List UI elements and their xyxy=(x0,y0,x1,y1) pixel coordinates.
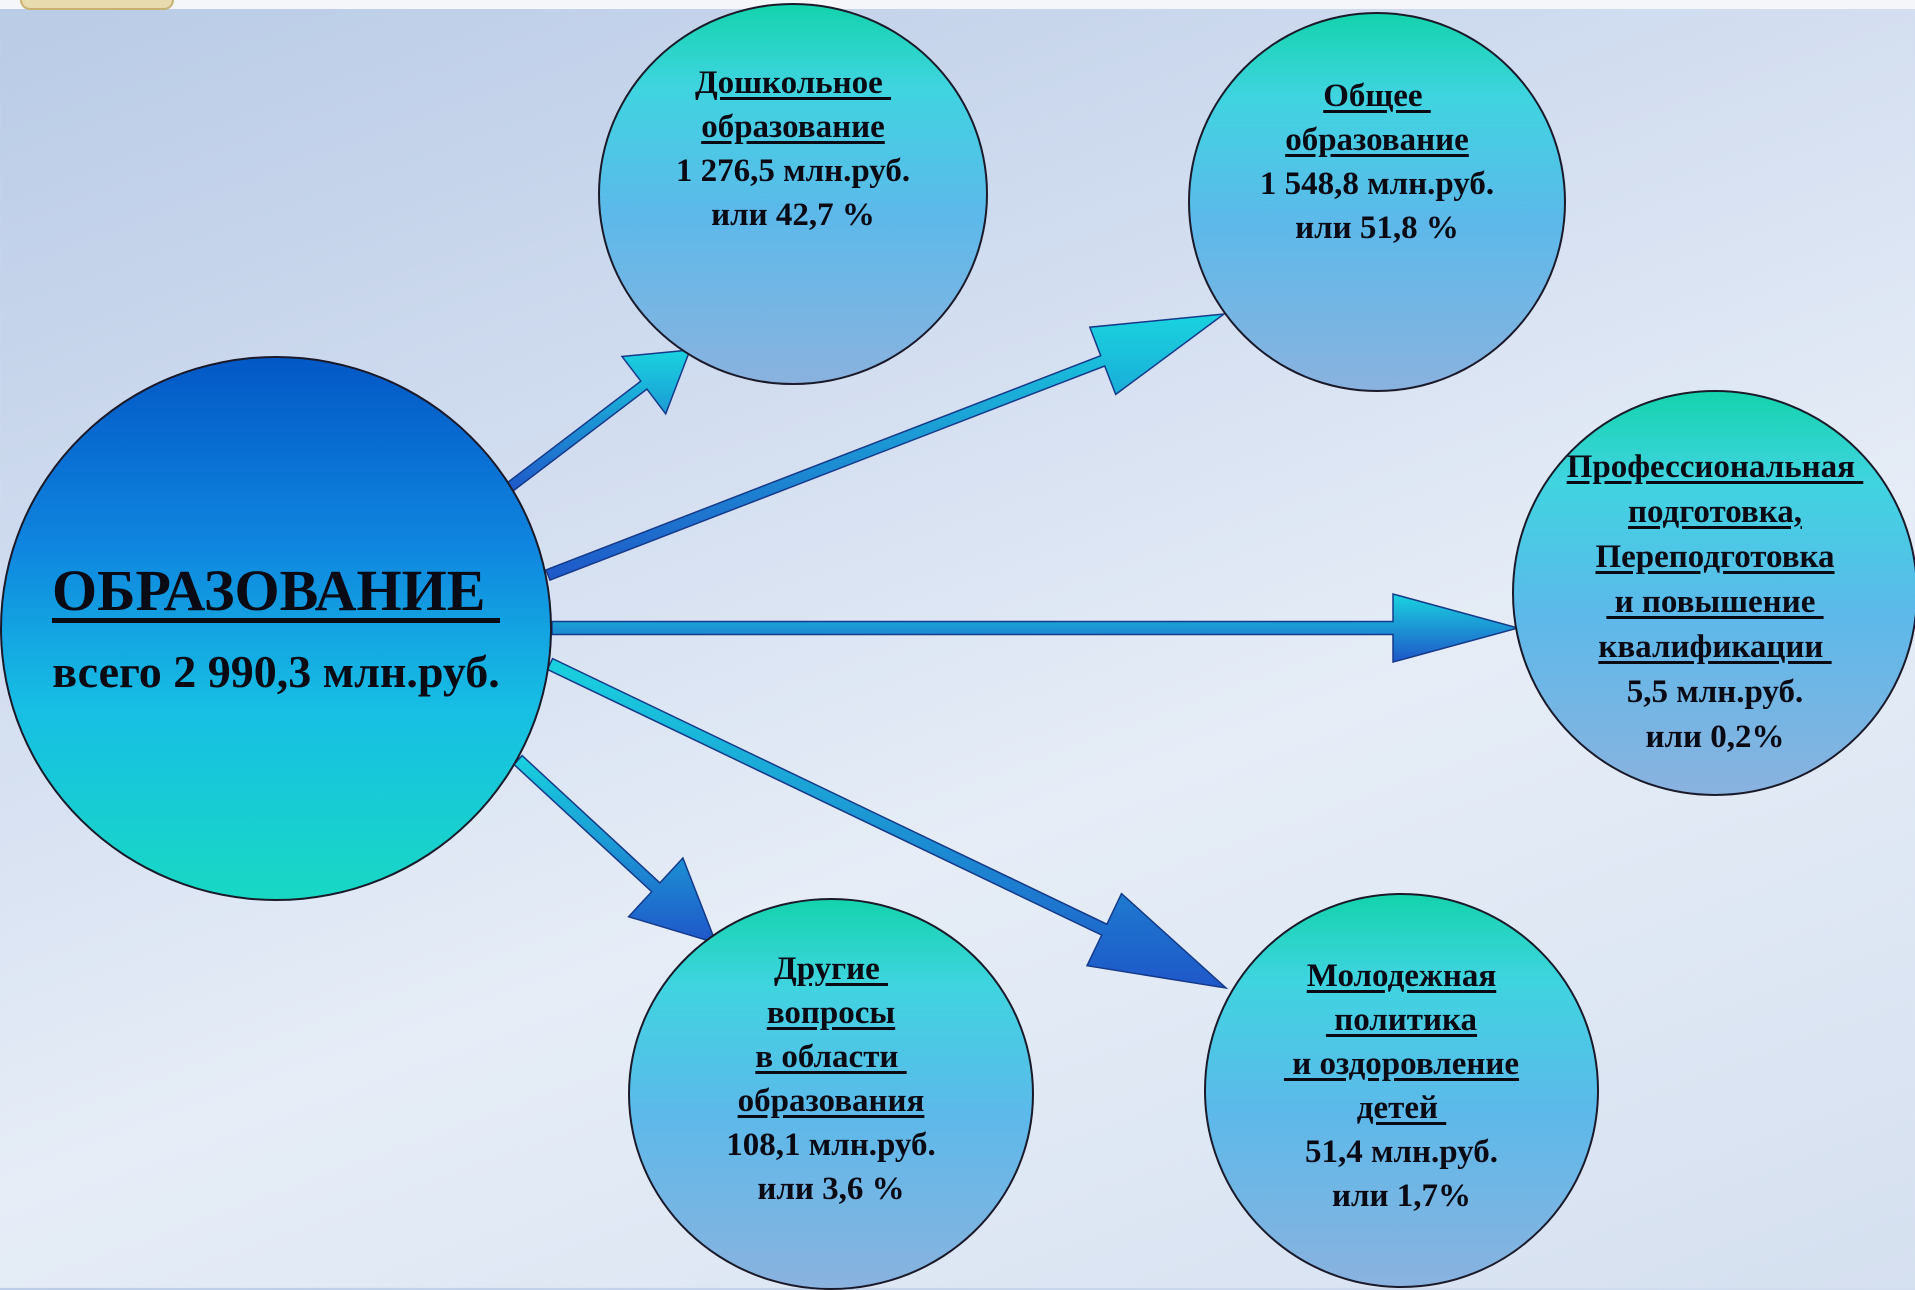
amount: 1 548,8 млн.руб. xyxy=(1259,166,1495,202)
label-line: Молодежная xyxy=(1306,957,1497,994)
label-line: детей xyxy=(1356,1089,1447,1126)
center-title: ОБРАЗОВАНИЕ xyxy=(52,557,500,623)
amount: 5,5 млн.руб. xyxy=(1626,673,1804,710)
node-youth: Молодежная политика и оздоровление детей… xyxy=(1204,893,1599,1288)
label-line: и повышение xyxy=(1606,583,1824,620)
node-preschool: Дошкольное образование 1 276,5 млн.руб. … xyxy=(598,3,988,385)
label-line: Общее xyxy=(1323,78,1431,114)
center-node: ОБРАЗОВАНИЕ всего 2 990,3 млн.руб. xyxy=(0,356,552,901)
node-other: Другие вопросы в области образования 108… xyxy=(628,898,1034,1290)
arrow-to-preschool xyxy=(505,349,692,493)
label-line: Другие xyxy=(773,951,889,987)
label-line: образование xyxy=(701,109,885,145)
label-line: образование xyxy=(1285,122,1469,158)
amount: 51,4 млн.руб. xyxy=(1305,1133,1498,1170)
share: или 42,7 % xyxy=(711,197,875,233)
label-line: Дошкольное xyxy=(694,65,892,101)
node-professional: Профессиональная подготовка, Переподгото… xyxy=(1512,390,1915,796)
arrow-to-youth xyxy=(546,657,1229,990)
label-line: Профессиональная xyxy=(1566,448,1864,485)
arrow-to-general xyxy=(545,312,1227,582)
label-line: и оздоровление xyxy=(1283,1045,1520,1082)
amount: 108,1 млн.руб. xyxy=(726,1127,936,1163)
share: или 3,6 % xyxy=(757,1171,905,1207)
label-line: образования xyxy=(737,1083,925,1119)
share: или 51,8 % xyxy=(1295,210,1459,246)
top-strip xyxy=(0,0,1915,9)
arrow-to-other xyxy=(512,754,718,945)
amount: 1 276,5 млн.руб. xyxy=(675,153,911,189)
center-total: всего 2 990,3 млн.руб. xyxy=(52,645,500,697)
node-general: Общее образование 1 548,8 млн.руб. или 5… xyxy=(1188,12,1566,392)
label-line: политика xyxy=(1325,1001,1478,1038)
label-line: Переподготовка xyxy=(1595,538,1835,575)
arrow-to-professional xyxy=(551,593,1521,663)
label-line: подготовка, xyxy=(1627,493,1803,530)
label-line: квалификации xyxy=(1598,628,1832,665)
label-line: вопросы xyxy=(766,995,896,1031)
label-line: в области xyxy=(755,1039,907,1075)
share: или 1,7% xyxy=(1331,1177,1472,1214)
share: или 0,2% xyxy=(1645,718,1785,755)
